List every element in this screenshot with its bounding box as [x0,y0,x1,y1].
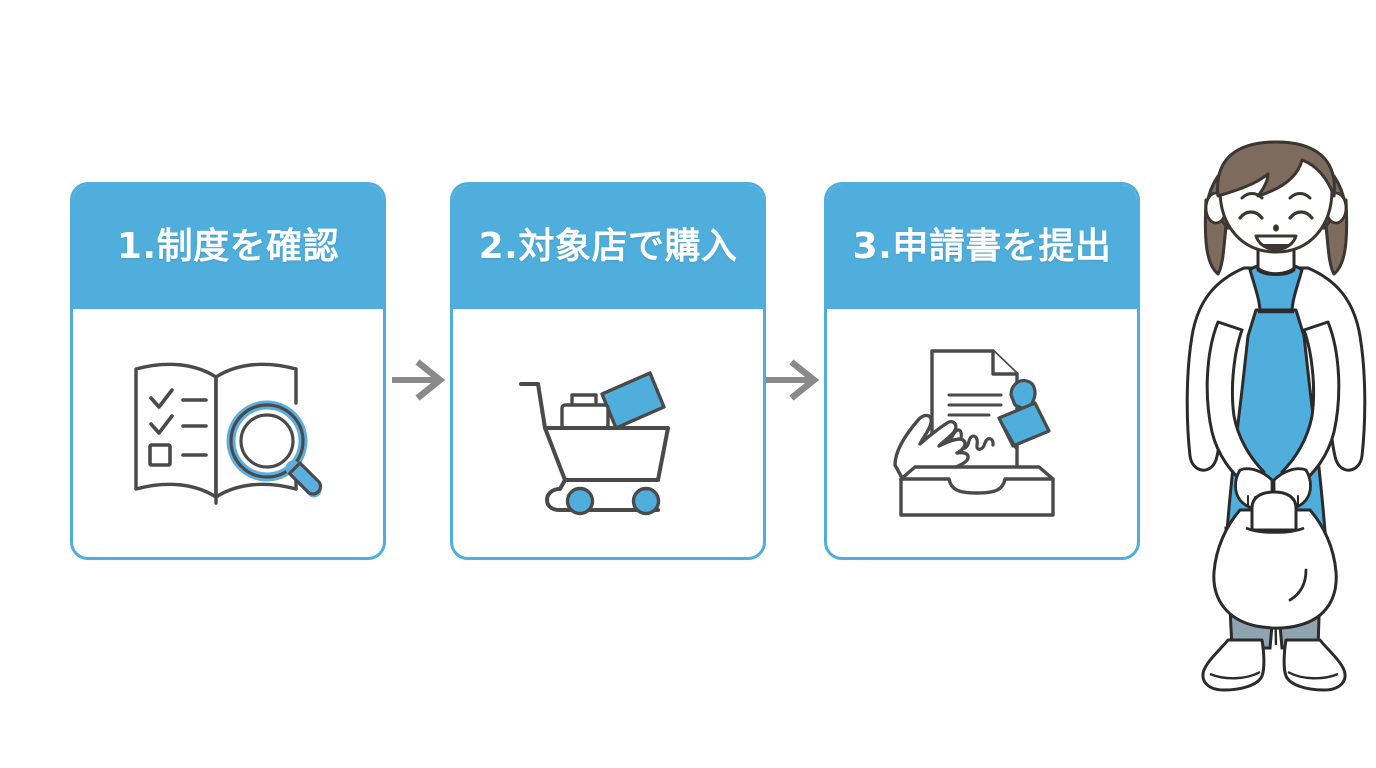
step-card-2-title: 2.対象店で購入 [478,226,738,267]
step-card-1-header: 1.制度を確認 [73,185,383,309]
step-card-3[interactable]: 3.申請書を提出 [824,182,1140,560]
smiling-woman-illustration [1176,140,1372,730]
step-card-2-header: 2.対象店で購入 [453,185,763,309]
step-card-2-body [453,309,763,557]
step-card-1[interactable]: 1.制度を確認 [70,182,386,560]
shopping-cart-icon [518,349,698,517]
arrow-step-2-to-3 [766,358,822,402]
step-card-1-body [73,309,383,557]
open-book-with-checklist-and-magnifier-icon [128,351,328,516]
step-card-3-header: 3.申請書を提出 [827,185,1137,309]
document-signature-stamp-tray-icon [889,343,1075,523]
step-card-2[interactable]: 2.対象店で購入 [450,182,766,560]
arrow-step-1-to-2 [392,358,448,402]
step-card-3-body [827,309,1137,557]
step-card-3-title: 3.申請書を提出 [852,226,1112,267]
step-card-1-title: 1.制度を確認 [116,226,340,267]
